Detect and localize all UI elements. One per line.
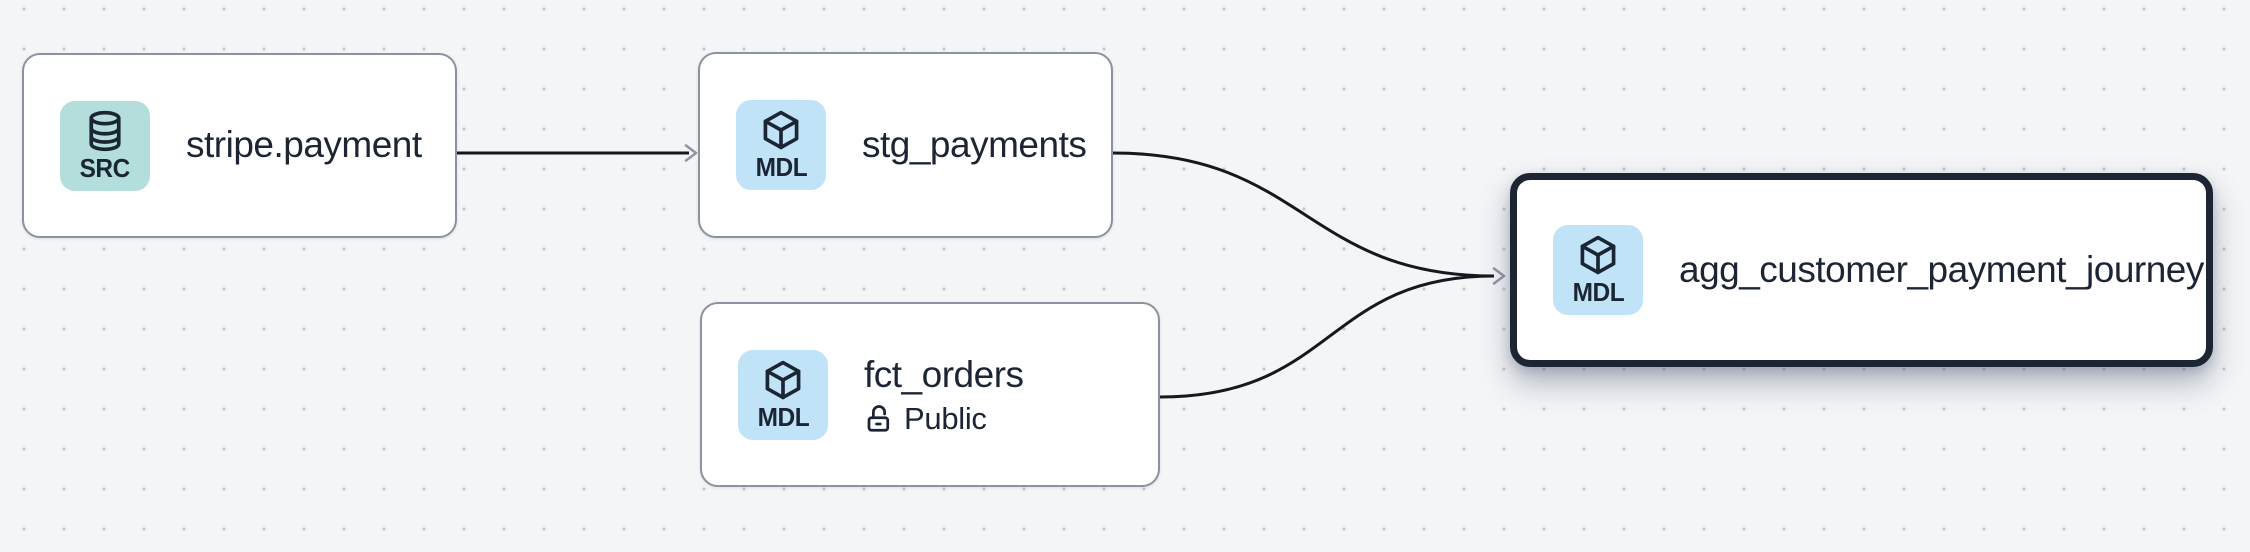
database-icon <box>89 110 121 151</box>
resource-type-badge-mdl: MDL <box>736 100 826 190</box>
unlock-icon <box>867 404 890 432</box>
badge-label: MDL <box>755 152 807 183</box>
node-title: stripe.payment <box>186 124 422 166</box>
node-title: fct_orders <box>864 354 1024 396</box>
badge-label: SRC <box>79 152 131 183</box>
node-title: agg_customer_payment_journey <box>1679 248 2204 290</box>
node-agg-customer-payment-journey[interactable]: MDL agg_customer_payment_journey <box>1510 173 2213 367</box>
access-level-label: Public <box>904 400 987 436</box>
cube-icon <box>765 360 801 399</box>
resource-type-badge-src: SRC <box>60 100 150 191</box>
cube-icon <box>1580 235 1616 275</box>
access-level-row: Public <box>864 400 1024 436</box>
node-fct-orders[interactable]: MDL fct_orders Public <box>700 302 1160 487</box>
node-stripe-payment[interactable]: SRC stripe.payment <box>22 53 457 238</box>
node-stg-payments[interactable]: MDL stg_payments <box>698 52 1113 238</box>
cube-icon <box>763 110 799 150</box>
badge-label: MDL <box>757 401 809 432</box>
arrowhead-icon <box>684 144 698 162</box>
arrowhead-icon <box>1492 267 1506 285</box>
resource-type-badge-mdl: MDL <box>1553 225 1643 315</box>
badge-label: MDL <box>1572 277 1624 308</box>
node-title: stg_payments <box>862 123 1087 165</box>
resource-type-badge-mdl: MDL <box>738 349 828 440</box>
edge-fct-orders-to-agg <box>1159 274 1495 399</box>
edge-stg-payments-to-agg <box>1112 151 1495 278</box>
